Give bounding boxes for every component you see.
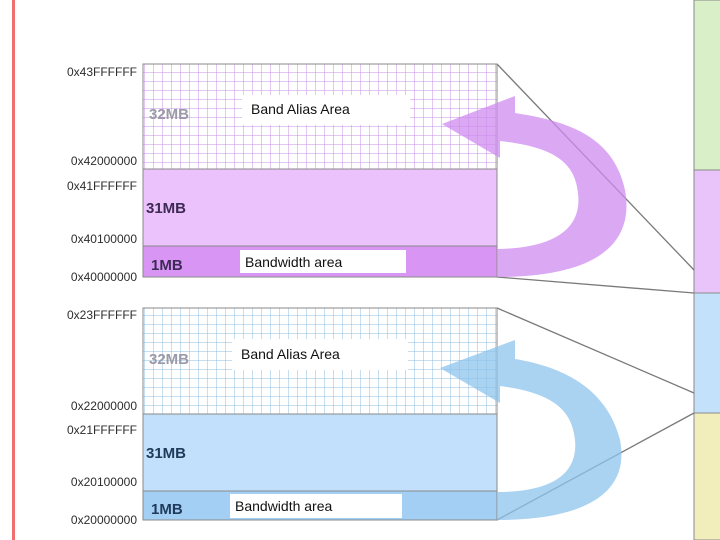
upper-alias-label-box bbox=[242, 95, 410, 125]
lower-band-size: 1MB bbox=[151, 501, 183, 518]
strip-segment-yellow bbox=[693, 412, 720, 540]
lower-alias-size: 32MB bbox=[149, 351, 189, 368]
lower-mid-size: 31MB bbox=[146, 445, 186, 462]
lower-addr-mid-top: 0x21FFFFFF bbox=[67, 423, 137, 437]
upper-alias-arrow bbox=[442, 96, 627, 277]
upper-addr-mid-top: 0x41FFFFFF bbox=[67, 179, 137, 193]
lower-addr-mid-base: 0x20100000 bbox=[71, 475, 137, 489]
lower-connector-top bbox=[496, 307, 695, 394]
left-rule bbox=[12, 0, 15, 540]
upper-addr-mid-base: 0x40100000 bbox=[71, 232, 137, 246]
upper-mid-block bbox=[142, 168, 498, 247]
upper-alias-size: 32MB bbox=[149, 106, 189, 123]
upper-addr-base: 0x40000000 bbox=[71, 270, 137, 284]
lower-alias-label: Band Alias Area bbox=[241, 346, 340, 362]
lower-addr-top: 0x23FFFFFF bbox=[67, 308, 137, 322]
upper-addr-alias-base: 0x42000000 bbox=[71, 154, 137, 168]
upper-connector-bottom bbox=[496, 276, 695, 294]
lower-band-label: Bandwidth area bbox=[235, 498, 333, 514]
upper-band-size: 1MB bbox=[151, 257, 183, 274]
upper-mid-size: 31MB bbox=[146, 200, 186, 217]
upper-alias-label: Band Alias Area bbox=[251, 101, 350, 117]
lower-region: 32MB Band Alias Area 31MB 1MB Bandwidth … bbox=[67, 307, 622, 527]
upper-band-label-box bbox=[240, 250, 406, 273]
lower-addr-alias-base: 0x22000000 bbox=[71, 399, 137, 413]
lower-band-label-box bbox=[230, 494, 402, 518]
system-memory-map-strip bbox=[693, 0, 720, 540]
lower-alias-arrow bbox=[440, 340, 622, 520]
upper-addr-top: 0x43FFFFFF bbox=[67, 65, 137, 79]
strip-segment-blue bbox=[693, 292, 720, 414]
lower-alias-label-box bbox=[232, 339, 408, 370]
lower-mid-block bbox=[142, 413, 498, 492]
upper-region: 32MB Band Alias Area 31MB 1MB Bandwidth … bbox=[67, 63, 627, 284]
lower-addr-base: 0x20000000 bbox=[71, 513, 137, 527]
strip-segment-purple bbox=[693, 169, 720, 294]
upper-band-label: Bandwidth area bbox=[245, 254, 343, 270]
strip-segment-green bbox=[693, 0, 720, 171]
